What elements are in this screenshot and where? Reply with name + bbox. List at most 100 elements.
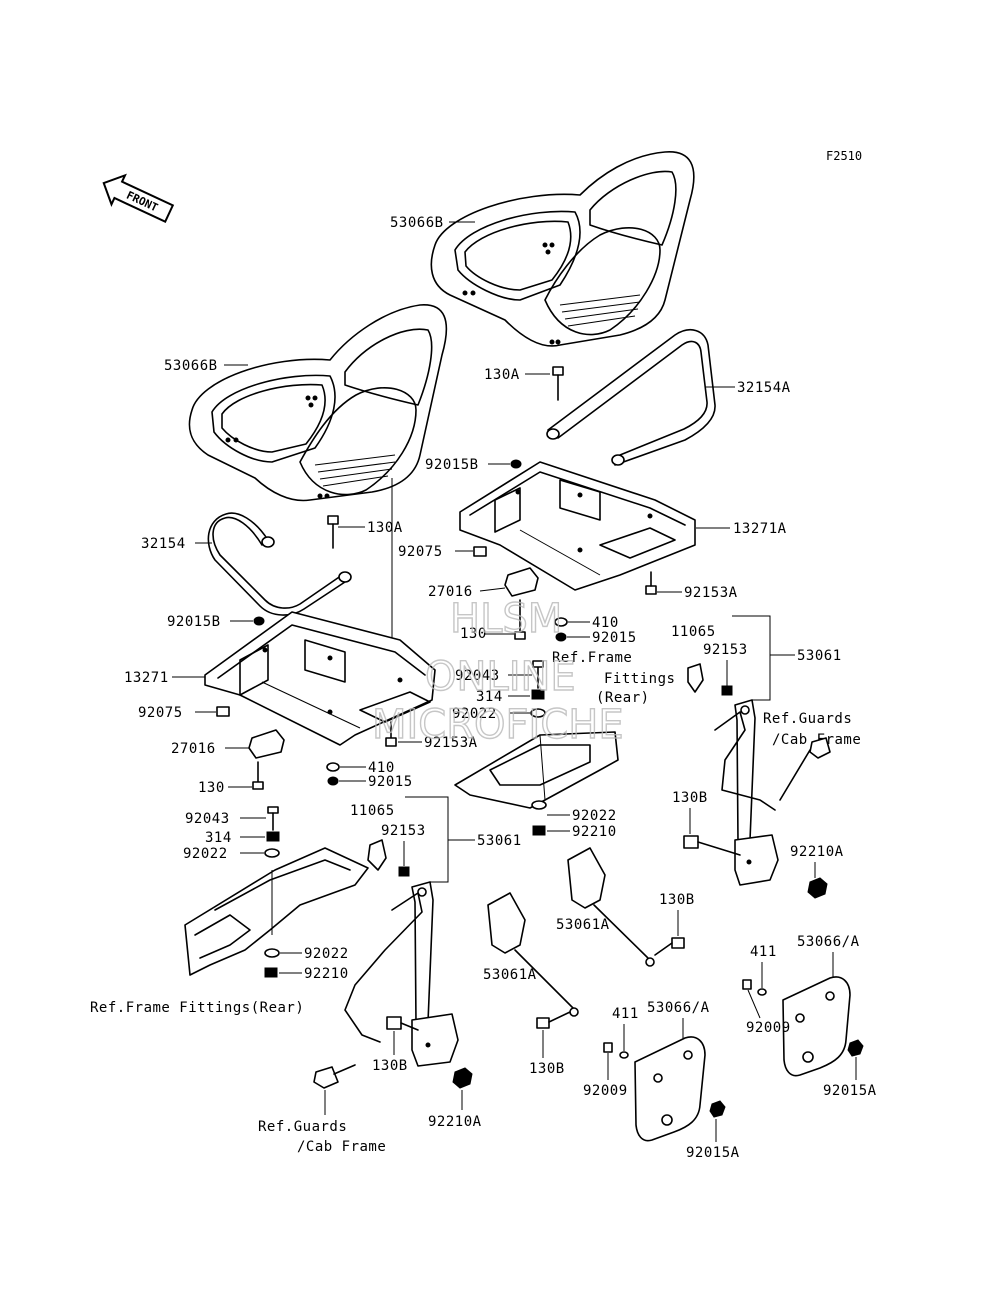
ref-frame-fittings-right-2: Fittings bbox=[604, 671, 675, 687]
ref-guards-right-1: Ref.Guards bbox=[763, 711, 852, 727]
washer-411-right bbox=[757, 988, 767, 996]
label-92009-left: 92009 bbox=[583, 1083, 628, 1099]
label-130-left: 130 bbox=[198, 780, 225, 796]
belt-53061-right bbox=[714, 699, 779, 886]
bolt-92153A-left bbox=[385, 721, 397, 747]
nut-92210A-left bbox=[452, 1067, 473, 1089]
belt-53061-left bbox=[344, 881, 459, 1067]
label-92022-right-a: 92022 bbox=[452, 706, 497, 722]
label-92210-right: 92210 bbox=[572, 824, 617, 840]
label-92075-left: 92075 bbox=[138, 705, 183, 721]
label-32154: 32154 bbox=[141, 536, 186, 552]
label-11065-right: 11065 bbox=[671, 624, 716, 640]
bolt-ref-guards-right bbox=[779, 737, 831, 801]
ref-frame-fittings-left: Ref.Frame Fittings(Rear) bbox=[90, 1000, 304, 1016]
bolt-92153-right bbox=[721, 660, 733, 696]
bolt-130B-c bbox=[536, 1011, 571, 1029]
washer-411-left bbox=[619, 1051, 629, 1059]
label-92022-left-b: 92022 bbox=[304, 946, 349, 962]
label-411-left: 411 bbox=[612, 1006, 639, 1022]
bolt-130A-right bbox=[552, 366, 564, 401]
base-right bbox=[459, 461, 696, 591]
label-92153A-right: 92153A bbox=[684, 585, 738, 601]
bolt-92009-right bbox=[742, 979, 752, 990]
nut-314-left bbox=[266, 831, 280, 842]
label-27016-right: 27016 bbox=[428, 584, 473, 600]
label-92043-right: 92043 bbox=[455, 668, 500, 684]
bolt-92153-left bbox=[398, 841, 410, 877]
seat-left bbox=[188, 304, 448, 502]
label-410-right: 410 bbox=[592, 615, 619, 631]
bracket-left-lower bbox=[184, 847, 369, 976]
label-53061-right: 53061 bbox=[797, 648, 842, 664]
watermark: HLSM ONLINE MICROFICHE bbox=[371, 595, 624, 748]
nut-92015-right bbox=[555, 632, 567, 642]
buckle-53061A-b bbox=[567, 847, 655, 967]
label-53061A-a: 53061A bbox=[483, 967, 537, 983]
label-32154A: 32154A bbox=[737, 380, 791, 396]
bolt-130A-left bbox=[327, 515, 339, 549]
nut-92015B-left bbox=[253, 616, 265, 626]
plate-53066A-right bbox=[782, 976, 851, 1077]
washer-410-left bbox=[326, 762, 340, 772]
bolt-92009-left bbox=[603, 1042, 613, 1053]
label-92153-left: 92153 bbox=[381, 823, 426, 839]
label-410-left: 410 bbox=[368, 760, 395, 776]
label-92009-right: 92009 bbox=[746, 1020, 791, 1036]
label-130A-left: 130A bbox=[367, 520, 403, 536]
watermark-line2: ONLINE bbox=[425, 654, 576, 700]
label-130B-c: 130B bbox=[529, 1061, 565, 1077]
label-53061A-b: 53061A bbox=[556, 917, 610, 933]
washer-92022-right-b bbox=[531, 800, 547, 810]
label-130B-d: 130B bbox=[372, 1058, 408, 1074]
label-314-left: 314 bbox=[205, 830, 232, 846]
label-130B-a: 130B bbox=[672, 790, 708, 806]
label-92153-right: 92153 bbox=[703, 642, 748, 658]
rail-right bbox=[546, 329, 716, 466]
washer-92022-left-a bbox=[264, 848, 280, 858]
bolt-130B-d bbox=[386, 1016, 419, 1031]
nut-92015A-left bbox=[709, 1100, 726, 1118]
label-92022-left-a: 92022 bbox=[183, 846, 228, 862]
label-130-right: 130 bbox=[460, 626, 487, 642]
label-92015A-left: 92015A bbox=[686, 1145, 740, 1161]
block-27016-left bbox=[248, 729, 285, 759]
ref-guards-left-2: /Cab Frame bbox=[297, 1139, 386, 1155]
label-92075-right: 92075 bbox=[398, 544, 443, 560]
bolt-92043-right bbox=[532, 660, 544, 689]
washer-92022-left-b bbox=[264, 948, 280, 958]
ref-frame-fittings-right-3: (Rear) bbox=[596, 690, 650, 706]
bracket-92075-left bbox=[216, 706, 230, 717]
label-92015B-left: 92015B bbox=[167, 614, 221, 630]
rail-left bbox=[207, 512, 352, 616]
label-130A-right: 130A bbox=[484, 367, 520, 383]
ref-guards-left-1: Ref.Guards bbox=[258, 1119, 347, 1135]
nut-92210-right bbox=[532, 825, 546, 836]
nut-314-right bbox=[531, 689, 545, 700]
label-92043-left: 92043 bbox=[185, 811, 230, 827]
label-53066A-left: 53066/A bbox=[647, 1000, 710, 1016]
label-13271A: 13271A bbox=[733, 521, 787, 537]
label-92015B-right: 92015B bbox=[425, 457, 479, 473]
label-92210-left: 92210 bbox=[304, 966, 349, 982]
label-92153A-left: 92153A bbox=[424, 735, 478, 751]
cover-11065-left bbox=[367, 839, 387, 871]
base-left bbox=[204, 611, 436, 746]
label-53066B-right: 53066B bbox=[390, 215, 444, 231]
label-92210A-right: 92210A bbox=[790, 844, 844, 860]
label-13271: 13271 bbox=[124, 670, 169, 686]
bolt-92043-left bbox=[267, 806, 279, 831]
label-53061-left: 53061 bbox=[477, 833, 522, 849]
label-11065-left: 11065 bbox=[350, 803, 395, 819]
front-arrow-icon: FRONT bbox=[102, 173, 175, 224]
buckle-53061A-a bbox=[487, 892, 579, 1017]
bolt-130-right bbox=[514, 599, 526, 640]
nut-92210A-right bbox=[807, 877, 828, 899]
nut-92210-left bbox=[264, 967, 278, 978]
label-314-right: 314 bbox=[476, 689, 503, 705]
bolt-130B-a bbox=[683, 835, 741, 856]
bolt-ref-guards-left bbox=[313, 1064, 356, 1089]
watermark-line1: HLSM bbox=[450, 596, 562, 642]
washer-92022-right-a bbox=[530, 708, 546, 718]
